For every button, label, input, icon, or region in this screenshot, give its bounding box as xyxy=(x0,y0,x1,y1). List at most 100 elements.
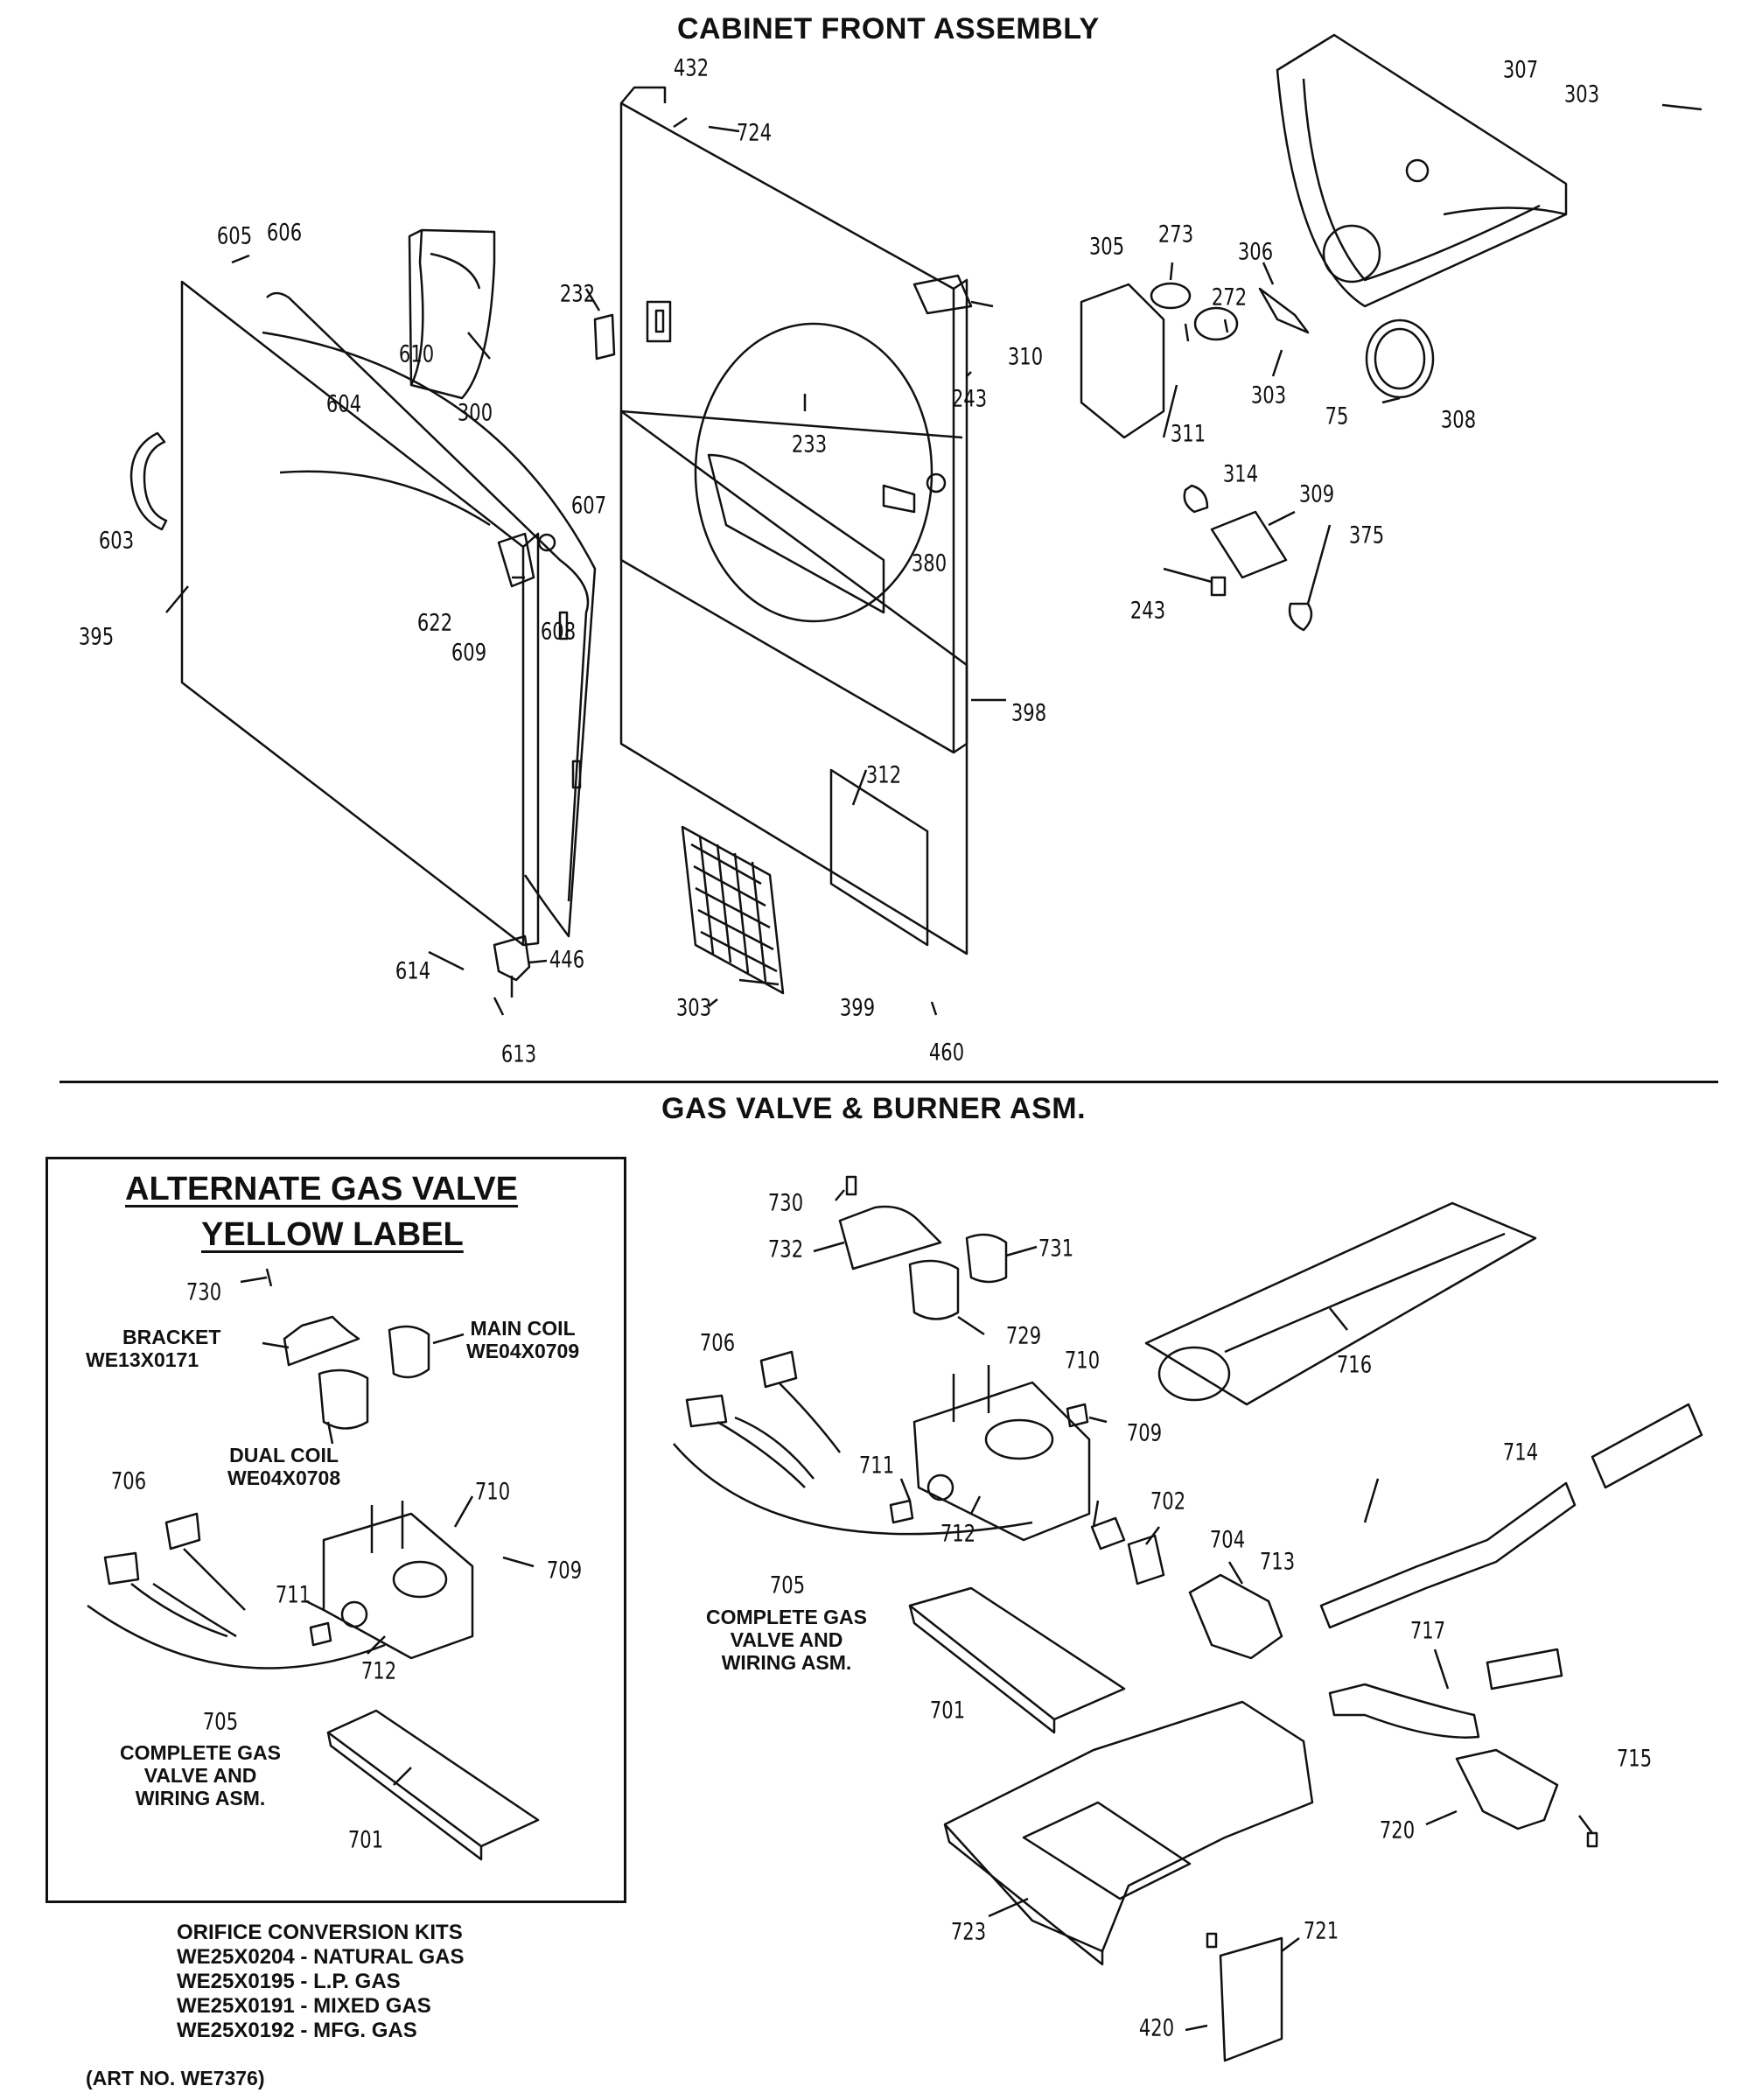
part-callout: 710 xyxy=(474,1478,511,1506)
alt-complete-line-1: COMPLETE GAS xyxy=(120,1741,282,1764)
part-callout: 721 xyxy=(1303,1917,1339,1945)
part-callout: 704 xyxy=(1209,1526,1246,1554)
part-callout: 622 xyxy=(416,609,453,637)
part-callout: 730 xyxy=(767,1189,804,1217)
alternate-gas-valve-heading: ALTERNATE GAS VALVE xyxy=(125,1171,518,1208)
part-callout: 314 xyxy=(1222,460,1259,488)
part-callout: 75 xyxy=(1325,402,1349,430)
part-callout: 712 xyxy=(940,1520,976,1548)
gas-valve-burner-title: GAS VALVE & BURNER ASM. xyxy=(661,1092,1087,1125)
part-callout: 731 xyxy=(1038,1235,1074,1263)
part-callout: 310 xyxy=(1007,343,1044,371)
part-callout: 724 xyxy=(736,119,773,147)
part-callout: 732 xyxy=(767,1236,804,1264)
part-callout: 460 xyxy=(928,1039,965,1067)
part-callout: 705 xyxy=(769,1572,806,1600)
alternate-valve-drawing xyxy=(87,1269,538,1859)
complete-line-2: VALVE AND xyxy=(730,1628,843,1651)
orifice-kit-item: WE25X0204 - NATURAL GAS xyxy=(177,1945,465,1969)
part-callout: 730 xyxy=(185,1278,222,1306)
alt-complete-line-3: WIRING ASM. xyxy=(135,1787,266,1810)
part-callout: 614 xyxy=(395,957,431,985)
part-callout: 432 xyxy=(673,54,710,82)
part-callout: 380 xyxy=(911,550,947,578)
dual-coil-label: DUAL COIL xyxy=(229,1444,339,1466)
section-divider xyxy=(59,1081,1718,1083)
part-callout: 715 xyxy=(1616,1745,1653,1773)
dual-coil-part-number: WE04X0708 xyxy=(227,1466,341,1489)
part-callout: 303 xyxy=(1563,80,1600,108)
gas-valve-burner-drawing xyxy=(674,1177,1702,2061)
dual-coil-note: DUAL COIL WE04X0708 xyxy=(227,1444,340,1489)
part-callout: 395 xyxy=(78,623,115,651)
art-number: (ART NO. WE7376) xyxy=(86,2067,265,2090)
part-callout: 701 xyxy=(347,1826,384,1854)
part-callout: 729 xyxy=(1005,1322,1042,1350)
part-callout: 312 xyxy=(865,761,902,789)
main-coil-label: MAIN COIL xyxy=(470,1317,576,1340)
door-panel-drawing xyxy=(182,282,595,945)
part-callout: 607 xyxy=(570,492,607,520)
part-callout: 303 xyxy=(1250,382,1287,410)
part-callout: 243 xyxy=(1129,597,1166,625)
yellow-label-heading: YELLOW LABEL xyxy=(201,1216,464,1253)
part-callout: 610 xyxy=(398,340,435,368)
orifice-kit-item: WE25X0195 - L.P. GAS xyxy=(177,1970,401,1993)
part-callout: 710 xyxy=(1064,1347,1101,1375)
orifice-kit-item: WE25X0192 - MFG. GAS xyxy=(177,2019,417,2042)
part-callout: 273 xyxy=(1157,220,1194,248)
part-callout: 706 xyxy=(699,1329,736,1357)
orifice-kit-item: WE25X0191 - MIXED GAS xyxy=(177,1994,431,2018)
alternate-gas-valve-panel xyxy=(45,1157,626,1903)
bracket-label: BRACKET xyxy=(122,1326,221,1348)
main-coil-note: MAIN COIL WE04X0709 xyxy=(466,1317,579,1362)
part-callout: 233 xyxy=(791,430,828,458)
main-coil-part-number: WE04X0709 xyxy=(466,1340,580,1362)
part-callout: 603 xyxy=(98,527,135,555)
part-callout: 717 xyxy=(1409,1617,1446,1645)
part-callout: 307 xyxy=(1502,56,1539,84)
part-callout: 243 xyxy=(951,385,988,413)
orifice-kits-heading: ORIFICE CONVERSION KITS xyxy=(177,1921,463,1944)
part-callout: 709 xyxy=(546,1557,583,1585)
part-callout: 720 xyxy=(1379,1816,1416,1844)
part-callout: 398 xyxy=(1010,699,1047,727)
part-callout: 308 xyxy=(1440,406,1477,434)
part-callout: 300 xyxy=(457,399,493,427)
part-callout: 712 xyxy=(360,1657,397,1685)
part-callout: 705 xyxy=(202,1708,239,1736)
part-callout: 613 xyxy=(500,1040,537,1068)
complete-assembly-note: COMPLETE GAS VALVE AND WIRING ASM. xyxy=(706,1606,867,1674)
part-callout: 606 xyxy=(266,219,303,247)
bracket-note: BRACKET WE13X0171 xyxy=(86,1326,220,1371)
part-callout: 723 xyxy=(950,1918,987,1946)
part-callout: 609 xyxy=(451,639,487,667)
part-callout: 702 xyxy=(1150,1488,1186,1516)
part-callout: 711 xyxy=(858,1452,895,1480)
part-callout: 399 xyxy=(839,994,876,1022)
part-callout: 311 xyxy=(1170,420,1206,448)
part-callout: 714 xyxy=(1502,1438,1539,1466)
part-callout: 706 xyxy=(110,1467,147,1495)
alt-complete-line-2: VALVE AND xyxy=(143,1764,257,1787)
part-callout: 713 xyxy=(1259,1548,1296,1576)
alt-complete-assembly-note: COMPLETE GAS VALVE AND WIRING ASM. xyxy=(120,1741,281,1810)
orifice-kits-block: ORIFICE CONVERSION KITS WE25X0204 - NATU… xyxy=(177,1921,465,2043)
part-callout: 232 xyxy=(559,280,596,308)
part-callout: 709 xyxy=(1126,1419,1163,1447)
part-callout: 608 xyxy=(540,618,577,646)
part-callout: 420 xyxy=(1138,2014,1175,2042)
part-callout: 716 xyxy=(1336,1351,1373,1379)
part-callout: 305 xyxy=(1088,233,1125,261)
bracket-part-number: WE13X0171 xyxy=(86,1348,199,1371)
part-callout: 701 xyxy=(929,1697,966,1725)
part-callout: 605 xyxy=(216,222,253,250)
complete-line-1: COMPLETE GAS xyxy=(706,1606,868,1628)
part-callout: 303 xyxy=(675,994,712,1022)
part-callout: 711 xyxy=(275,1581,311,1609)
part-callout: 375 xyxy=(1348,522,1385,550)
complete-line-3: WIRING ASM. xyxy=(721,1651,852,1674)
part-callout: 446 xyxy=(549,946,585,974)
part-callout: 309 xyxy=(1298,480,1335,508)
